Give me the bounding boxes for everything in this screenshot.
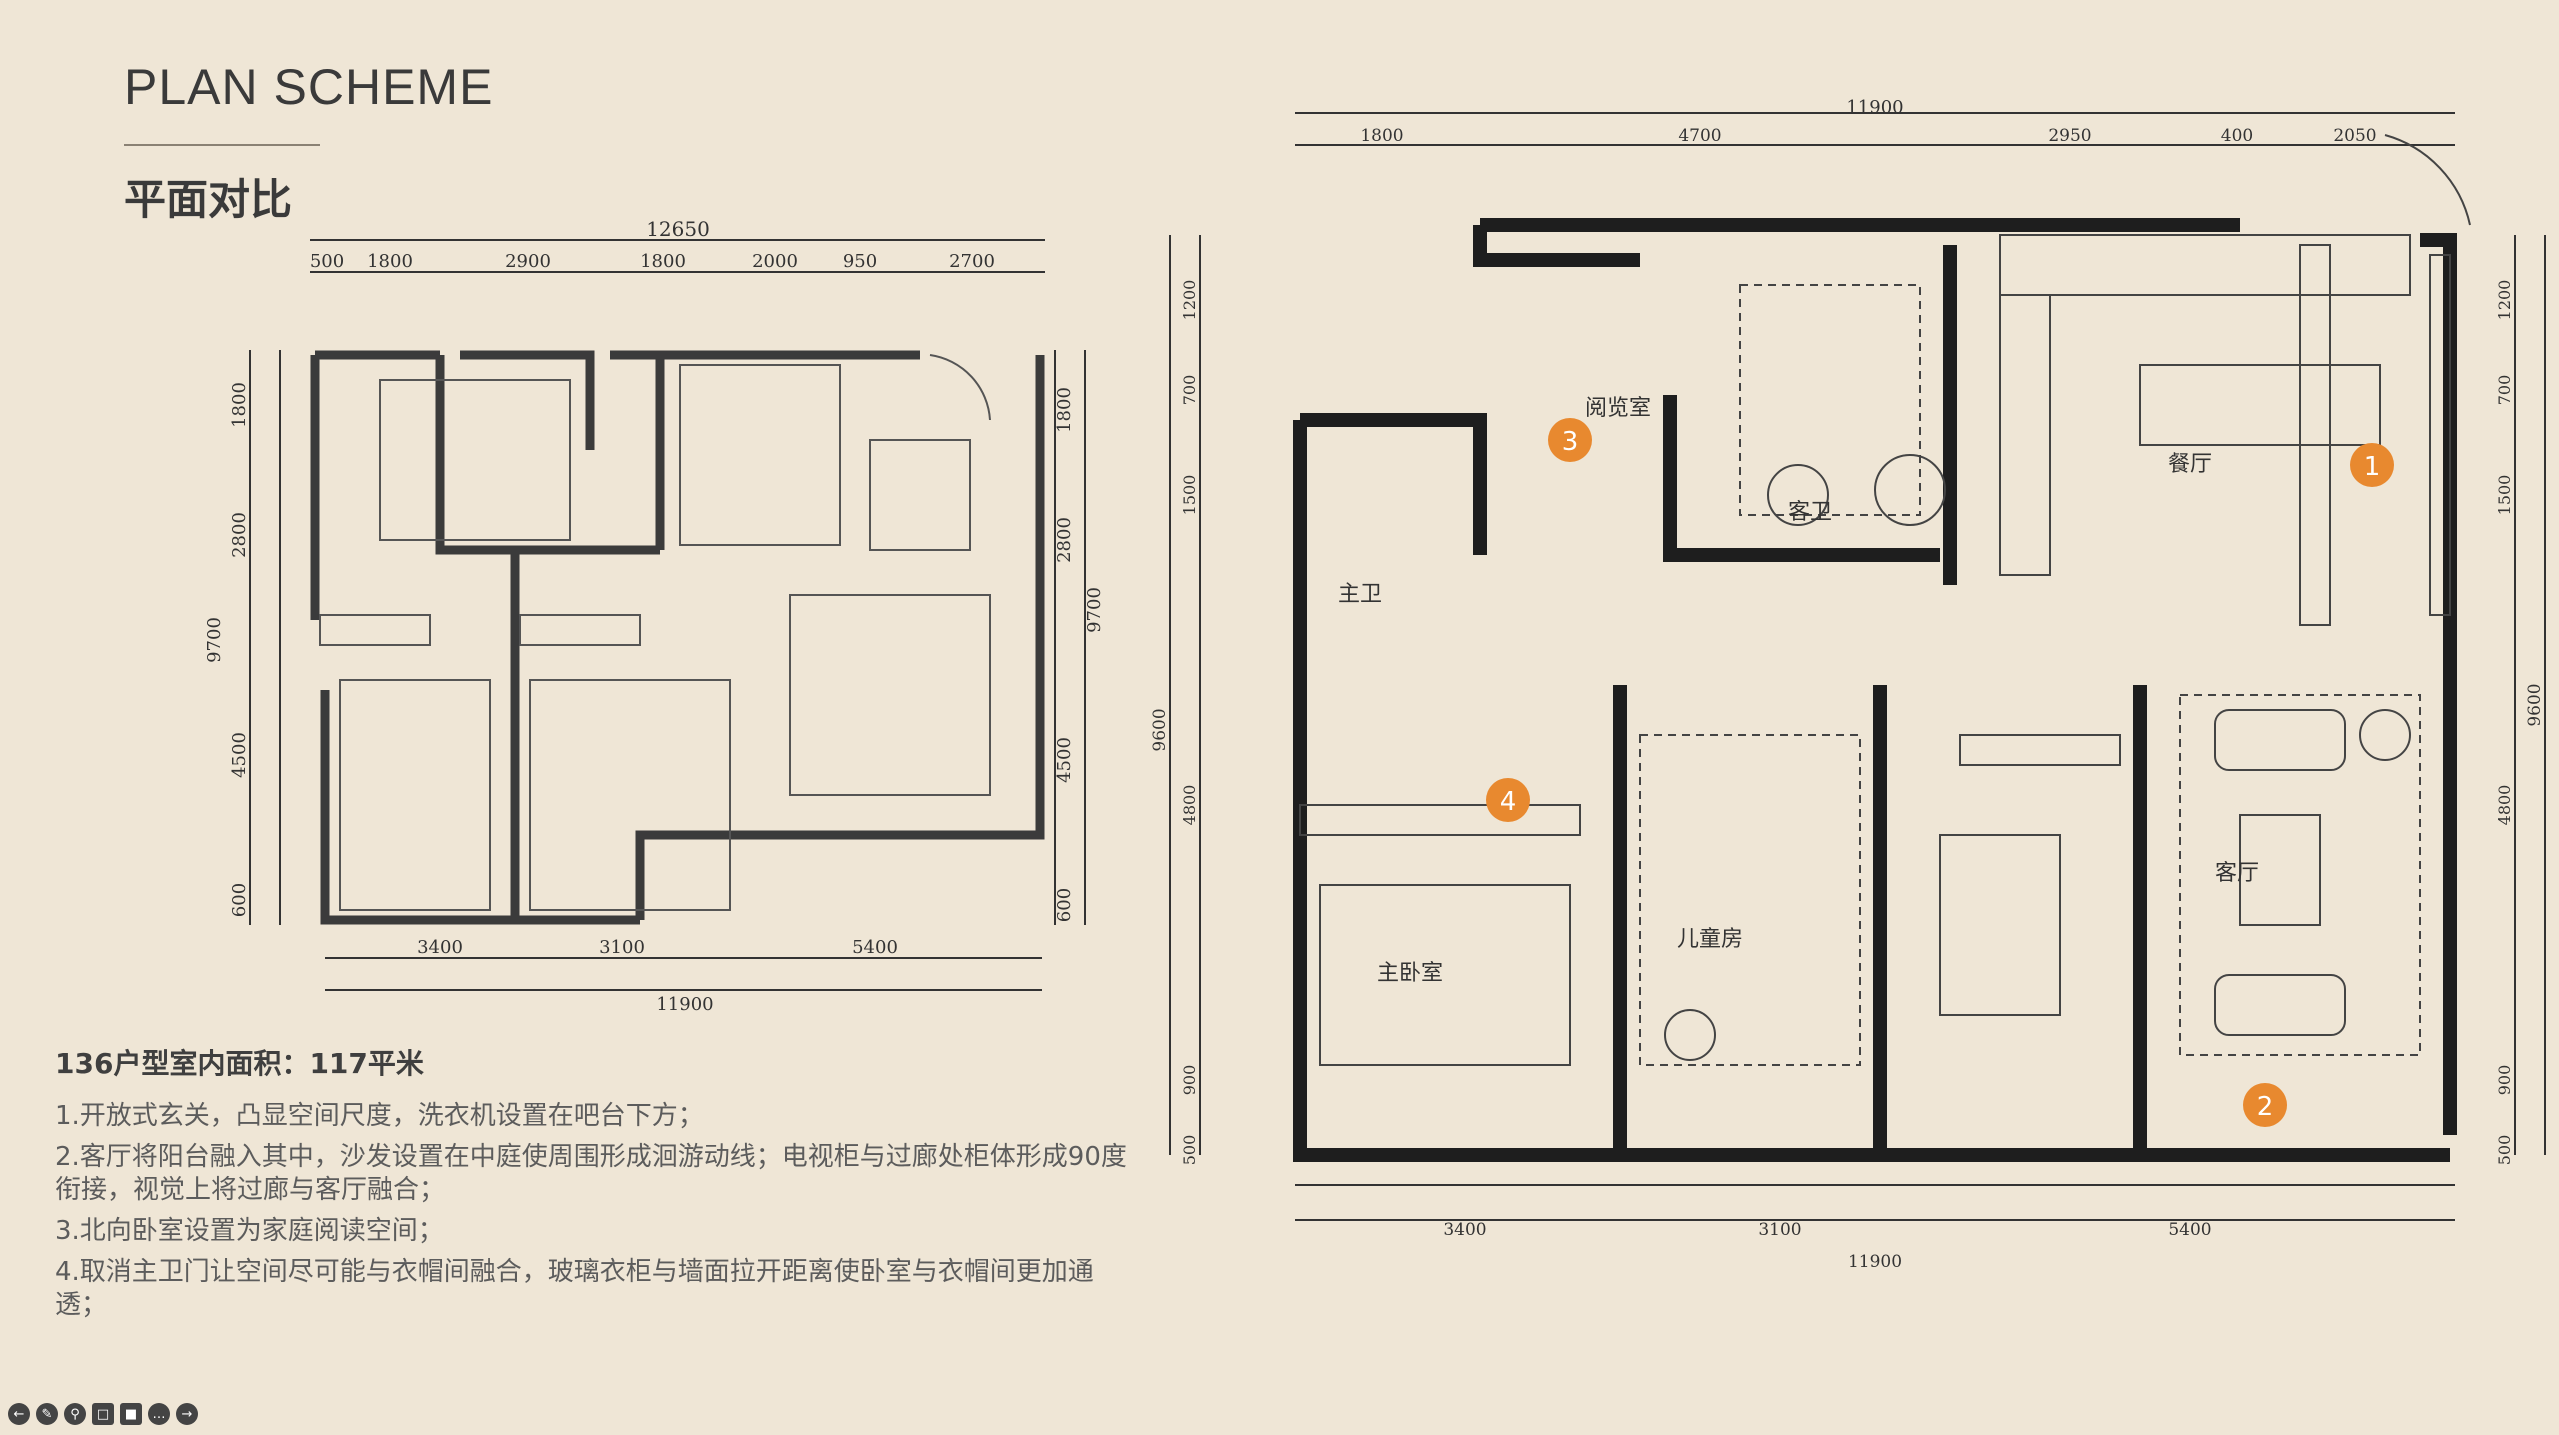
dim-right: 1500 — [2495, 475, 2514, 516]
dim-top: 2050 — [2333, 126, 2376, 146]
room-master-bath: 主卫 — [1338, 582, 1382, 607]
more-icon[interactable]: … — [148, 1403, 170, 1425]
note-item: 2.客厅将阳台融入其中，沙发设置在中庭使周围形成洄游动线；电视柜与过廊处柜体形成… — [55, 1142, 1127, 1205]
dim-right-total: 9700 — [1084, 587, 1105, 633]
dim-top: 400 — [2221, 126, 2253, 146]
dim-right: 900 — [2495, 1065, 2514, 1096]
back-icon[interactable]: ← — [8, 1403, 30, 1425]
room-labels: 阅览室 客卫 餐厅 主卫 客厅 儿童房 主卧室 — [1338, 396, 2259, 986]
dim-top-total: 12650 — [646, 220, 710, 241]
dim-left: 4500 — [229, 732, 250, 778]
dim-right-total: 9600 — [2525, 683, 2545, 726]
dim-left-col: 9600 1200 700 1500 4800 900 500 — [1150, 280, 1199, 1166]
fixtures — [319, 354, 991, 911]
callout-markers: 1 2 3 4 — [1486, 418, 2394, 1127]
dim-right: 4800 — [2495, 785, 2514, 826]
dim-left: 1500 — [1180, 475, 1199, 516]
walls — [310, 350, 1045, 925]
page-title: PLAN SCHEME — [124, 59, 494, 115]
forward-icon[interactable]: → — [176, 1403, 198, 1425]
dim-left: 4800 — [1180, 785, 1199, 826]
dim-top: 1800 — [367, 251, 413, 272]
improved-floor-plan: 11900 1800 4700 2950 400 2050 9600 1200 … — [1140, 95, 2559, 1275]
presentation-toolbar: ← ✎ ⚲ □ ■ … → — [8, 1403, 198, 1425]
pen-icon[interactable]: ✎ — [36, 1403, 58, 1425]
dim-bottom-total: 11900 — [1848, 1252, 1902, 1272]
original-floor-plan: 12650 500 1800 2900 1800 2000 950 2700 9… — [190, 220, 1110, 1020]
dim-bottom-total: 11900 — [656, 994, 713, 1015]
dim-left: 700 — [1180, 375, 1199, 406]
marker-3: 3 — [1562, 427, 1579, 457]
room-dining: 餐厅 — [2168, 452, 2212, 477]
dim-right: 1800 — [1054, 387, 1075, 433]
dim-top: 2900 — [505, 251, 551, 272]
dim-bottom: 3400 — [1443, 1220, 1486, 1240]
note-item: 1.开放式玄关，凸显空间尺度，洗衣机设置在吧台下方； — [55, 1101, 704, 1131]
dim-right: 1200 — [2495, 280, 2514, 321]
walls — [1293, 218, 2457, 1162]
dim-left: 500 — [1180, 1135, 1199, 1166]
dim-top: 2700 — [949, 251, 995, 272]
fixtures — [1299, 134, 2471, 1066]
dim-left: 1200 — [1180, 280, 1199, 321]
room-master-bed: 主卧室 — [1377, 961, 1443, 986]
dim-top: 2950 — [2048, 126, 2091, 146]
dim-right-col: 9600 1200 700 1500 4800 900 500 — [2495, 280, 2545, 1166]
dim-bottom: 3100 — [599, 937, 645, 958]
note-item: 3.北向卧室设置为家庭阅读空间； — [55, 1216, 444, 1246]
page-subtitle: 平面对比 — [124, 175, 293, 224]
marker-1: 1 — [2364, 452, 2381, 482]
dim-top: 500 — [310, 251, 344, 272]
room-living: 客厅 — [2215, 861, 2259, 886]
dim-left-total: 9600 — [1150, 708, 1170, 751]
dim-top: 950 — [843, 251, 877, 272]
dim-bottom: 3400 — [417, 937, 463, 958]
marker-2: 2 — [2257, 1092, 2274, 1122]
dim-bottom: 5400 — [852, 937, 898, 958]
dim-top: 4700 — [1678, 126, 1721, 146]
marker-4: 4 — [1500, 787, 1517, 817]
room-guest-bath: 客卫 — [1788, 500, 1832, 525]
dim-left: 600 — [229, 883, 250, 917]
dim-top-row: 500 1800 2900 1800 2000 950 2700 — [310, 251, 995, 272]
zoom-icon[interactable]: ⚲ — [64, 1403, 86, 1425]
dim-left: 900 — [1180, 1065, 1199, 1096]
dim-bottom: 5400 — [2168, 1220, 2211, 1240]
floor-area: 136户型室内面积：117平米 — [55, 1047, 424, 1080]
dim-bottom: 3100 — [1758, 1220, 1801, 1240]
dim-right: 600 — [1054, 888, 1075, 922]
dim-top: 1800 — [1360, 126, 1403, 146]
dim-left-total: 9700 — [204, 617, 225, 663]
dim-right: 2800 — [1054, 517, 1075, 563]
dim-right: 700 — [2495, 375, 2514, 406]
design-notes: 1.开放式玄关，凸显空间尺度，洗衣机设置在吧台下方； 2.客厅将阳台融入其中，沙… — [55, 1100, 1145, 1330]
dim-left: 1800 — [229, 382, 250, 428]
camera-icon[interactable]: ■ — [120, 1403, 142, 1425]
dim-top: 1800 — [640, 251, 686, 272]
caption-icon[interactable]: □ — [92, 1403, 114, 1425]
note-item: 4.取消主卫门让空间尽可能与衣帽间融合，玻璃衣柜与墙面拉开距离使卧室与衣帽间更加… — [55, 1257, 1094, 1320]
dim-top: 2000 — [752, 251, 798, 272]
title-divider — [124, 144, 320, 146]
dim-right: 500 — [2495, 1135, 2514, 1166]
dim-top-total: 11900 — [1846, 97, 1903, 118]
dim-left: 2800 — [229, 512, 250, 558]
dim-right: 4500 — [1054, 737, 1075, 783]
room-kids: 儿童房 — [1677, 927, 1743, 952]
room-reading: 阅览室 — [1585, 396, 1651, 421]
